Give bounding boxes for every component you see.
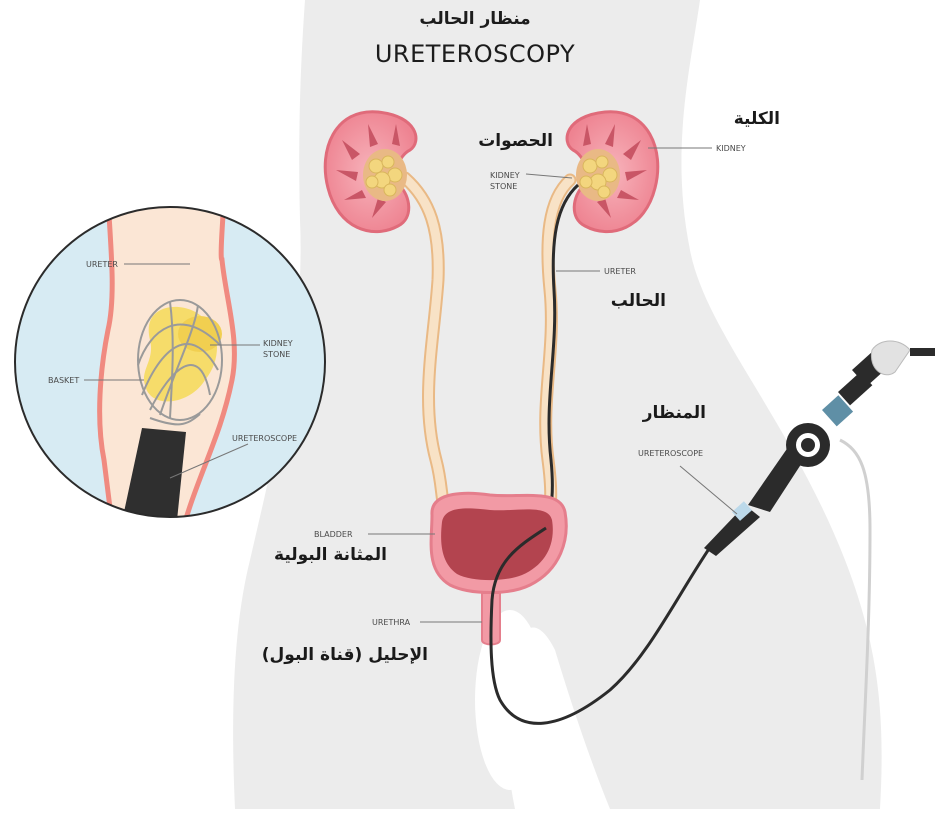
label-kidney-stone-1: KIDNEY	[490, 171, 520, 180]
left-kidney	[325, 112, 416, 232]
inset-label-stone-1: KIDNEY	[263, 339, 293, 348]
label-ureteroscope-en: URETEROSCOPE	[638, 449, 703, 458]
title-arabic: منظار الحالب	[419, 9, 530, 29]
label-bladder-ar: المثانة البولية	[274, 545, 387, 565]
inset-stone-highlight	[178, 316, 222, 352]
label-kidney-en: KIDNEY	[716, 144, 746, 153]
right-kidney	[567, 112, 658, 232]
label-urethra-ar: الإحليل (قناة البول)	[262, 645, 428, 665]
label-kidney-stone-2: STONE	[490, 182, 517, 191]
inset-label-ureteroscope: URETEROSCOPE	[232, 434, 297, 443]
label-bladder-en: BLADDER	[314, 530, 353, 539]
label-ureter-en: URETER	[604, 267, 636, 276]
label-ureter-ar: الحالب	[611, 291, 666, 311]
title-english: URETEROSCOPY	[375, 40, 575, 68]
body-silhouette	[233, 0, 882, 809]
label-kidney-ar: الكلية	[734, 109, 780, 129]
inset-label-stone-2: STONE	[263, 350, 290, 359]
label-ureteroscope-ar: المنظار	[642, 403, 706, 423]
inset-label-ureter: URETER	[86, 260, 118, 269]
label-urethra-en: URETHRA	[372, 618, 411, 627]
inset-label-basket: BASKET	[48, 376, 79, 385]
label-stones-ar: الحصوات	[478, 131, 553, 151]
